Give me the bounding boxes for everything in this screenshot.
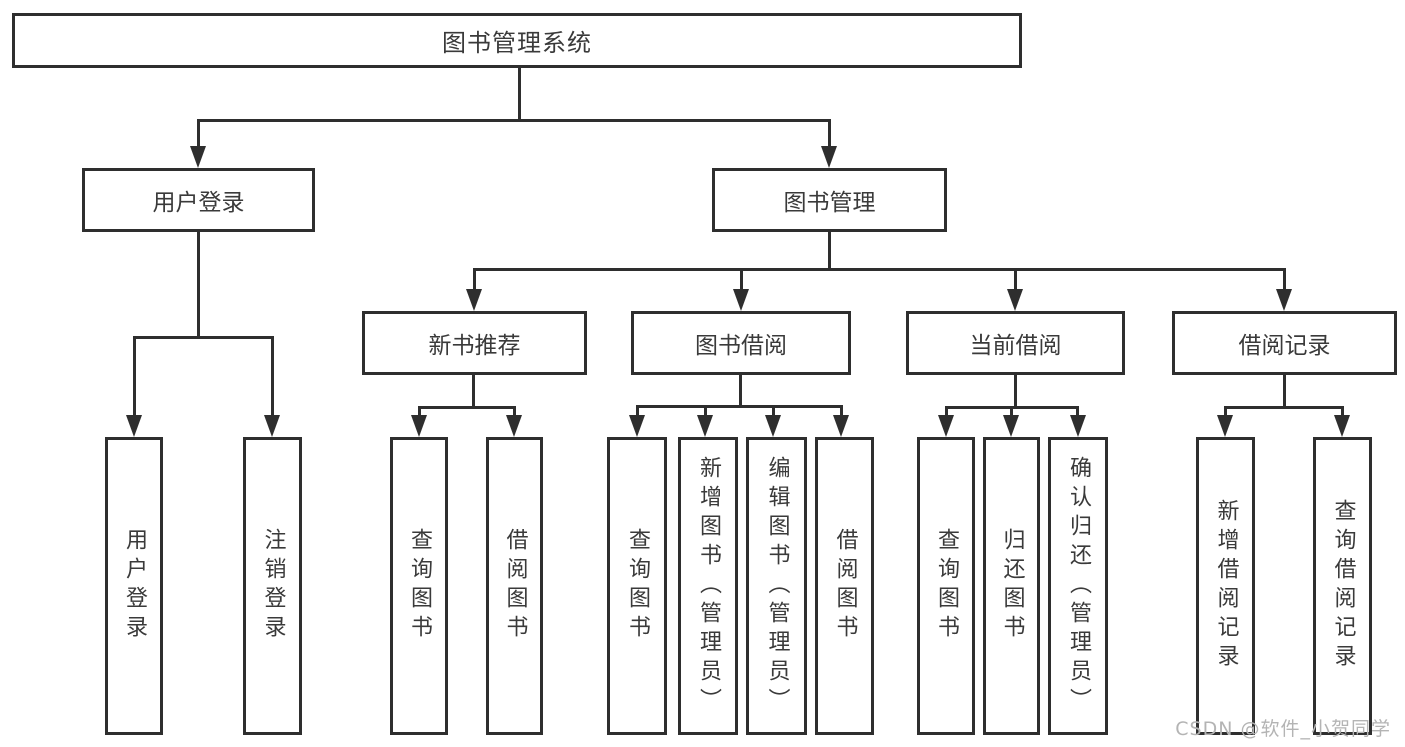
node-user-login: 用户登录 (82, 168, 315, 232)
arrowhead-down-icon (1007, 289, 1023, 311)
connector-drop (1341, 406, 1344, 416)
arrowhead-down-icon (126, 415, 142, 437)
connector-current-borrow-trunk (1014, 375, 1017, 408)
connector-drop-borrow-records (1283, 268, 1286, 292)
arrowhead-down-icon (765, 415, 781, 437)
node-book-mgmt: 图书管理 (712, 168, 947, 232)
connector-drop (772, 405, 775, 416)
node-borrow-records: 借阅记录 (1172, 311, 1397, 375)
connector-root-hbar (197, 119, 830, 122)
arrowhead-down-icon (264, 415, 280, 437)
node-new-books: 新书推荐 (362, 311, 587, 375)
connector-drop-book-mgmt (828, 119, 831, 149)
connector-drop (704, 405, 707, 416)
connector-drop-leaf-user-login (133, 336, 136, 416)
connector-user-login-hbar (133, 336, 274, 339)
node-leaf-return-books: 归还图书 (983, 437, 1040, 735)
node-leaf-add-books: 新增图书（管理员） (678, 437, 738, 735)
node-leaf-edit-books: 编辑图书（管理员） (746, 437, 807, 735)
node-leaf-borrow-books: 借阅图书 (815, 437, 874, 735)
node-leaf-query-books-borrow: 查询图书 (607, 437, 667, 735)
connector-drop (513, 406, 516, 416)
arrowhead-down-icon (733, 289, 749, 311)
arrowhead-down-icon (697, 415, 713, 437)
watermark-text: CSDN @软件_小贺同学 (1175, 718, 1391, 740)
node-book-borrow: 图书借阅 (631, 311, 851, 375)
node-leaf-confirm-return: 确认归还（管理员） (1048, 437, 1108, 735)
node-current-borrow: 当前借阅 (906, 311, 1125, 375)
connector-borrow-records-hbar (1224, 406, 1344, 409)
connector-new-books-hbar (418, 406, 516, 409)
connector-drop-leaf-logout (271, 336, 274, 416)
node-leaf-add-borrow-record: 新增借阅记录 (1196, 437, 1255, 735)
connector-drop-user-login (197, 119, 200, 149)
connector-root-trunk (518, 68, 521, 120)
arrowhead-down-icon (938, 415, 954, 437)
node-leaf-logout: 注销登录 (243, 437, 302, 735)
node-leaf-user-login: 用户登录 (105, 437, 163, 735)
node-root: 图书管理系统 (12, 13, 1022, 68)
arrowhead-down-icon (506, 415, 522, 437)
connector-book-mgmt-trunk (828, 232, 831, 270)
connector-borrow-records-trunk (1283, 375, 1286, 408)
connector-drop (945, 406, 948, 416)
arrowhead-down-icon (411, 415, 427, 437)
connector-drop (1010, 406, 1013, 416)
connector-drop-new-books (473, 268, 476, 292)
arrowhead-down-icon (466, 289, 482, 311)
arrowhead-down-icon (1003, 415, 1019, 437)
connector-user-login-trunk (197, 232, 200, 338)
connector-drop (840, 405, 843, 416)
arrowhead-down-icon (629, 415, 645, 437)
connector-drop (636, 405, 639, 416)
connector-drop (1076, 406, 1079, 416)
arrowhead-down-icon (1070, 415, 1086, 437)
connector-book-mgmt-hbar (473, 268, 1286, 271)
connector-new-books-trunk (472, 375, 475, 409)
node-leaf-query-books-current: 查询图书 (917, 437, 975, 735)
connector-drop (1224, 406, 1227, 416)
connector-drop-current-borrow (1014, 268, 1017, 292)
arrowhead-down-icon (1334, 415, 1350, 437)
arrowhead-down-icon (821, 146, 837, 168)
node-leaf-borrow-books-new: 借阅图书 (486, 437, 543, 735)
node-leaf-query-borrow-record: 查询借阅记录 (1313, 437, 1372, 735)
connector-book-borrow-hbar (636, 405, 843, 408)
connector-drop (418, 406, 421, 416)
node-leaf-query-books-new: 查询图书 (390, 437, 448, 735)
arrowhead-down-icon (1276, 289, 1292, 311)
arrowhead-down-icon (190, 146, 206, 168)
connector-drop-book-borrow (740, 268, 743, 292)
connector-book-borrow-trunk (739, 375, 742, 408)
arrowhead-down-icon (1217, 415, 1233, 437)
arrowhead-down-icon (833, 415, 849, 437)
